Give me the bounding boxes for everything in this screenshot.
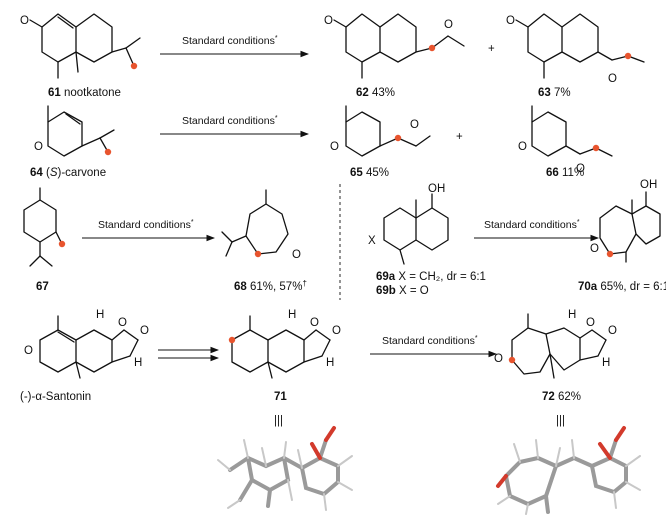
x-position-label: X: [368, 235, 376, 247]
inserted-oxygen-dot: [428, 44, 436, 52]
product-66-structure: O O: [518, 105, 613, 175]
compound-71-label: 71: [274, 391, 287, 403]
compound-66-label: 66 11%: [546, 167, 584, 179]
stereo-h-label: H: [326, 357, 334, 369]
equivalence-mark-72: |||: [556, 415, 565, 427]
stereo-h-label: H: [602, 357, 610, 369]
compound-61-label: 61 nootkatone: [48, 87, 121, 99]
carbonyl-oxygen: O: [494, 353, 503, 365]
ester-oxygen: O: [410, 119, 419, 131]
compound-69a-label: 69a X = CH₂, dr = 6:1: [376, 271, 486, 283]
ester-oxygen: O: [608, 73, 617, 85]
lactone-carbonyl-oxygen: O: [332, 325, 341, 337]
inserted-oxygen-dot: [624, 52, 632, 60]
stereo-h-label: H: [134, 357, 142, 369]
carbonyl-oxygen: O: [20, 15, 29, 27]
compound-63-label: 63 7%: [538, 87, 571, 99]
ester-oxygen: O: [444, 19, 453, 31]
product-63-structure: O O: [506, 13, 645, 85]
label-carbon-dot: [58, 240, 66, 248]
carbonyl-oxygen: O: [506, 15, 515, 27]
plus-sign-1: +: [488, 43, 495, 55]
product-65-structure: O O: [330, 105, 431, 157]
crystal-structure-71: [217, 426, 353, 511]
lactone-carbonyl-oxygen: O: [140, 325, 149, 337]
inserted-oxygen-dot: [394, 134, 402, 142]
lactone-oxygen: O: [586, 317, 595, 329]
compound-68-label: 68 61%, 57%†: [234, 279, 307, 293]
carbonyl-oxygen: O: [518, 141, 527, 153]
hydroxyl-label: OH: [640, 179, 657, 191]
inserted-oxygen-dot: [508, 356, 516, 364]
stereo-h-label: H: [288, 309, 296, 321]
conditions-label-5: Standard conditions*: [382, 335, 478, 347]
inserted-oxygen-dot: [254, 250, 262, 258]
ester-oxygen: O: [576, 163, 585, 175]
hydroxyl-label: OH: [428, 183, 445, 195]
equivalence-mark-71: |||: [274, 415, 283, 427]
carbonyl-oxygen: O: [590, 243, 599, 255]
carvone-structure: O: [34, 105, 115, 157]
plus-sign-2: +: [456, 131, 463, 143]
lactone-oxygen: O: [118, 317, 127, 329]
carbonyl-oxygen: O: [292, 249, 301, 261]
product-68-structure: O: [221, 189, 301, 261]
compound-62-label: 62 43%: [356, 87, 395, 99]
carbonyl-oxygen: O: [24, 345, 33, 357]
inserted-oxygen-dot: [606, 250, 614, 258]
stereo-h-label: H: [96, 309, 104, 321]
product-62-structure: O O: [324, 13, 465, 79]
compound-64-label: 64 (S)-carvone: [30, 167, 106, 179]
inserted-oxygen-dot: [592, 144, 600, 152]
conditions-label-1: Standard conditions*: [182, 35, 278, 47]
label-carbon-dot: [104, 148, 112, 156]
compound-72-label: 72 62%: [542, 391, 581, 403]
product-72-structure: O H H O O: [494, 309, 617, 379]
lactone-oxygen: O: [310, 317, 319, 329]
carbonyl-oxygen: O: [324, 15, 333, 27]
lactone-carbonyl-oxygen: O: [608, 325, 617, 337]
compound-70a-label: 70a 65%, dr = 6:1: [578, 281, 666, 293]
compound-69b-label: 69b X = O: [376, 285, 429, 297]
menthone-structure: [23, 187, 66, 267]
label-carbon-dot: [228, 336, 236, 344]
product-70a-structure: O OH: [590, 179, 661, 263]
compound-65-label: 65 45%: [350, 167, 389, 179]
label-carbon-dot: [130, 62, 138, 70]
nootkatone-structure: O: [20, 13, 141, 79]
stereo-h-label: H: [568, 309, 576, 321]
conditions-label-2: Standard conditions*: [182, 115, 278, 127]
crystal-structure-72: [496, 426, 641, 515]
carbonyl-oxygen: O: [330, 141, 339, 153]
santonin-structure: O O O H H: [24, 309, 149, 379]
intermediate-71-structure: H H O O: [228, 309, 341, 379]
compound-67-label: 67: [36, 281, 49, 293]
conditions-label-3: Standard conditions*: [98, 219, 194, 231]
carbonyl-oxygen: O: [34, 141, 43, 153]
conditions-label-4: Standard conditions*: [484, 219, 580, 231]
compound-69-structure: X OH: [368, 183, 449, 265]
santonin-label: (-)-α-Santonin: [20, 391, 91, 403]
